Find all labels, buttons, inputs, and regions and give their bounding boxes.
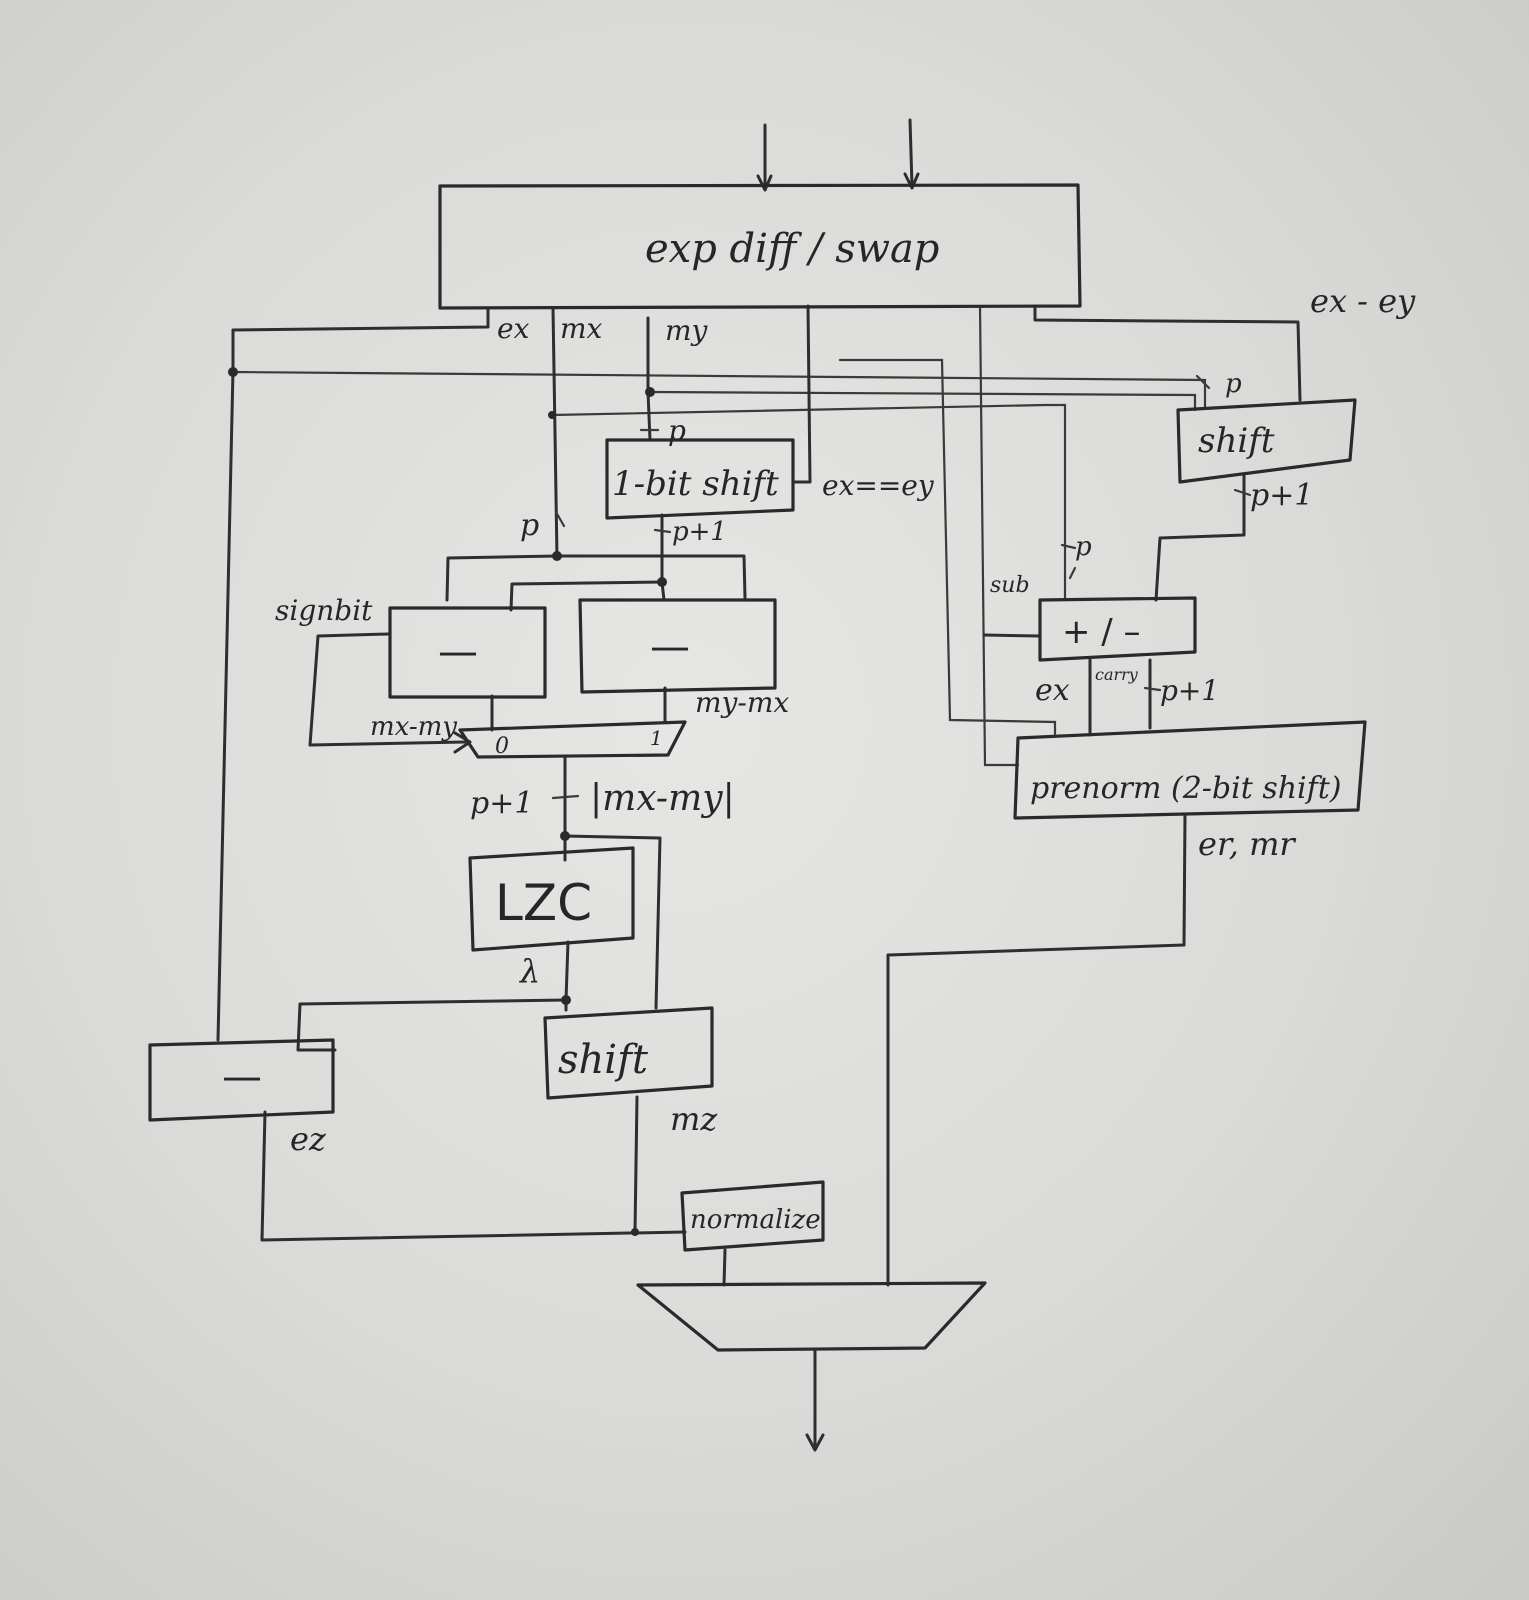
p-shift-in-label: p xyxy=(1225,369,1242,399)
p-addsub-label: p xyxy=(1075,532,1092,562)
ex-branch-wire xyxy=(231,370,1207,410)
mx-minus-my-label: mx-my xyxy=(370,712,457,742)
junctions xyxy=(228,367,667,1236)
ex-to-prenorm-wire xyxy=(838,358,1057,736)
p-plus-1-abs-label: p+1 xyxy=(470,786,533,821)
p-plus-1-prenorm-label: p+1 xyxy=(1160,674,1219,707)
mux-0-label: 0 xyxy=(495,734,509,759)
ez-label: ez xyxy=(290,1120,327,1158)
ex-eq-ey-wire xyxy=(791,304,812,484)
input-arrow-2 xyxy=(908,118,914,188)
mux-1-label: 1 xyxy=(650,726,663,750)
er-mr-wire xyxy=(886,813,1187,1287)
p-plus-1-right-label: p+1 xyxy=(1250,478,1313,513)
my-wire xyxy=(646,316,652,442)
lzc-block: LZC xyxy=(468,846,635,952)
signbit-wire xyxy=(308,632,467,747)
my-label: my xyxy=(665,314,709,347)
ex-wire xyxy=(216,306,490,1042)
mz-label: mz xyxy=(670,1100,718,1138)
signal-labels: ex mx my ex - ey p p ex==ey p p+1 signbi… xyxy=(275,282,1416,1158)
p-left-label: p xyxy=(520,508,539,543)
exp-sub-block: — xyxy=(148,1038,335,1122)
normalize-block: normalize xyxy=(680,1180,825,1252)
sub-right-block: — xyxy=(578,598,777,694)
one-bit-shift-block: 1-bit shift xyxy=(605,438,795,520)
p-plus-1-mid-label: p+1 xyxy=(672,517,727,547)
one-bit-shift-label: 1-bit shift xyxy=(612,464,779,504)
sub-ctrl-wire xyxy=(978,304,1020,767)
sub-left-block: — xyxy=(388,606,547,699)
abs-to-shift-wire xyxy=(563,834,662,1010)
shift-right-block: shift xyxy=(1176,398,1357,484)
normalize-label: normalize xyxy=(690,1205,821,1235)
p-one-bit-label: p xyxy=(668,414,686,447)
output-mux-block xyxy=(636,1281,987,1352)
shift-right-label: shift xyxy=(1198,421,1275,461)
my-minus-mx-label: my-mx xyxy=(695,686,789,719)
add-sub-label: + / – xyxy=(1062,612,1141,652)
shift-left-block: shift xyxy=(543,1006,714,1100)
ex-eq-ey-label: ex==ey xyxy=(822,469,935,502)
er-mr-label: er, mr xyxy=(1198,825,1296,863)
shift-left-label: shift xyxy=(558,1037,649,1083)
lambda-label: λ xyxy=(518,952,540,990)
mux-sign-block xyxy=(458,720,687,759)
mz-wire xyxy=(633,1095,639,1234)
exp-diff-swap-label: exp diff / swap xyxy=(645,226,939,272)
mx-to-sub-right xyxy=(555,554,747,600)
ez-wire xyxy=(260,1110,687,1242)
mx-label: mx xyxy=(560,312,603,345)
lambda-to-expsub-wire xyxy=(296,998,568,1052)
abs-diff-label: |mx-my| xyxy=(590,778,735,819)
my-to-shift-wire xyxy=(648,390,1197,412)
ex-minus-ey-wire xyxy=(1033,304,1302,402)
signbit-label: signbit xyxy=(275,594,373,627)
add-sub-block: + / – xyxy=(1038,596,1197,662)
lzc-label: LZC xyxy=(495,874,592,932)
ex-label: ex xyxy=(497,312,530,345)
norm-to-mux-wire xyxy=(722,1248,727,1287)
mx-wire xyxy=(551,306,559,560)
wires xyxy=(216,118,1302,1452)
sub-right-label: — xyxy=(650,624,690,670)
sub-left-label: — xyxy=(438,629,478,675)
exp-sub-label: — xyxy=(222,1054,262,1100)
shift-to-addsub-wire xyxy=(1154,473,1246,602)
prenorm-block: prenorm (2-bit shift) xyxy=(1013,720,1367,820)
sub-label: sub xyxy=(990,573,1030,598)
exp-diff-swap-block: exp diff / swap xyxy=(438,183,1082,310)
mx-to-sub-left xyxy=(445,554,559,602)
prenorm-label: prenorm (2-bit shift) xyxy=(1030,771,1342,806)
mx-to-addsub-wire xyxy=(550,403,1067,602)
ex-right-label: ex xyxy=(1035,673,1070,708)
bus-slashes xyxy=(551,374,1252,800)
ex-minus-ey-label: ex - ey xyxy=(1310,282,1416,320)
my-to-sub-left xyxy=(509,580,664,612)
carry-label: carry xyxy=(1095,665,1139,684)
sub-wire xyxy=(982,633,1042,638)
